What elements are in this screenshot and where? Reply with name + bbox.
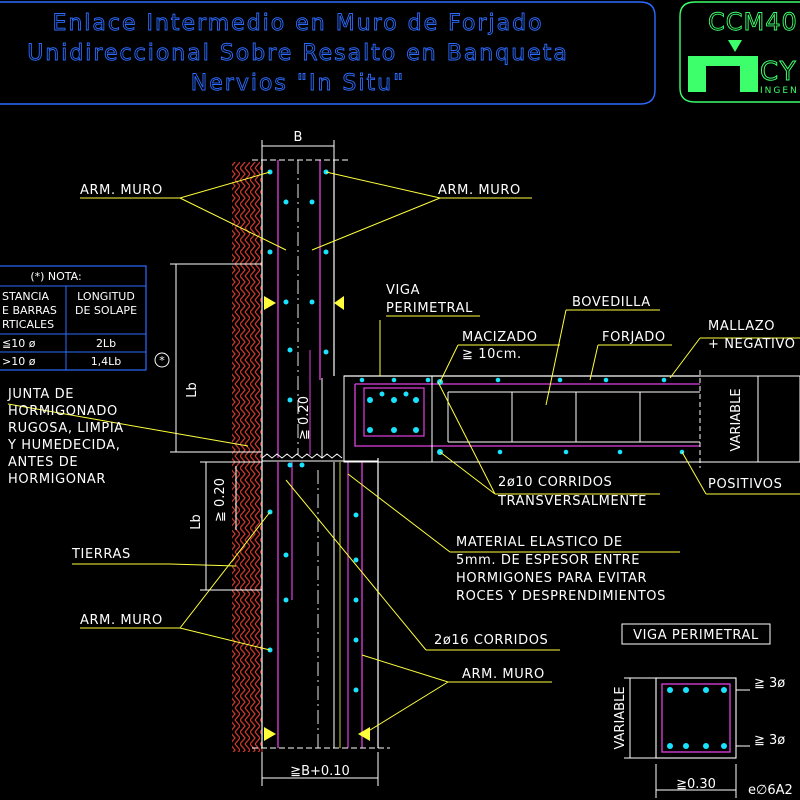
label-transversalmente: TRANSVERSALMENTE: [497, 494, 647, 509]
slab-section: [343, 370, 800, 468]
label-arm-muro-bl: ARM. MURO: [80, 613, 163, 628]
logo-brand: CY: [760, 57, 798, 87]
upper-wall: [252, 159, 350, 458]
lower-wall: [252, 458, 390, 749]
detail-cover-bottom: ≧ 3ø: [754, 733, 785, 748]
logo-frame: [679, 1, 800, 103]
dim-bottom-width: ≧B+0.10: [290, 764, 350, 779]
label-material-3: HORMIGONES PARA EVITAR: [456, 571, 647, 586]
label-junta-5: ANTES DE: [8, 455, 78, 470]
label-2-10-corridos: 2ø10 CORRIDOS: [498, 475, 612, 490]
perimeter-beam-stirrup: [363, 387, 425, 437]
label-viga: VIGA: [386, 283, 420, 298]
dim-min-020-upper: ≧ 0.20: [297, 396, 312, 440]
perimeter-beam-detail: VIGA PERIMETRAL ≧0.30 ≧ 3ø ≧ 3ø e∅6A2 VA…: [613, 623, 793, 798]
label-arm-muro-tr: ARM. MURO: [438, 183, 521, 198]
label-macizado-min: ≧ 10cm.: [462, 347, 522, 362]
leader-lines: [7, 171, 800, 736]
logo-sub: INGEN: [760, 86, 799, 96]
label-positivos: POSITIVOS: [708, 477, 782, 492]
title-line-2: Unidireccional Sobre Resalto en Banqueta: [27, 41, 569, 66]
label-arm-muro-tl: ARM. MURO: [80, 183, 163, 198]
nota-table: * (*) NOTA: STANCIA E BARRAS RTICALES LO…: [0, 265, 170, 371]
label-perimetral: PERIMETRAL: [386, 301, 473, 316]
construction-joint: [261, 453, 343, 459]
label-junta-4: Y HUMEDECIDA,: [7, 438, 121, 453]
dim-lb-lower: Lb: [189, 514, 204, 530]
label-arm-muro-br: ARM. MURO: [462, 667, 545, 682]
detail-cover-top: ≧ 3ø: [754, 676, 785, 691]
dimension-lines: [170, 140, 759, 786]
dim-min-020-lower: ≧ 0.20: [213, 478, 228, 522]
company-logo: CCM40 CY INGEN: [679, 1, 800, 103]
label-negativo: + NEGATIVO: [708, 337, 796, 352]
annotation-labels: ARM. MURO ARM. MURO ARM. MURO ARM. MURO …: [7, 130, 796, 779]
title-block: Enlace Intermedio en Muro de Forjado Uni…: [0, 1, 656, 105]
note-marker-icon: [154, 352, 170, 368]
nota-heading: (*) NOTA:: [30, 270, 81, 283]
label-tierras: TIERRAS: [71, 547, 131, 562]
label-variable: VARIABLE: [729, 388, 744, 451]
soil-hatch: [232, 162, 262, 752]
detail-height: VARIABLE: [613, 686, 628, 749]
nota-col1-line1: STANCIA: [2, 290, 50, 303]
nota-row1-a: ≦10 ø: [2, 337, 36, 350]
detail-width: ≧0.30: [676, 777, 716, 792]
label-mallazo: MALLAZO: [708, 319, 775, 334]
nota-col1-line3: RTICALES: [2, 318, 54, 331]
label-material-1: MATERIAL ELASTICO DE: [456, 535, 623, 550]
lap-markers: [264, 296, 370, 741]
note-marker-text: *: [159, 354, 165, 367]
rebar-dots: [267, 169, 685, 693]
label-junta-2: HORMIGONADO: [8, 404, 118, 419]
label-material-4: ROCES Y DESPRENDIMIENTOS: [456, 589, 666, 604]
label-forjado: FORJADO: [602, 330, 666, 345]
label-2-16-corridos: 2ø16 CORRIDOS: [434, 633, 548, 648]
nota-row2-b: 1,4Lb: [91, 355, 122, 368]
nota-row2-a: >10 ø: [2, 355, 36, 368]
detail-title: VIGA PERIMETRAL: [633, 628, 759, 643]
label-junta-3: RUGOSA, LIMPIA: [8, 421, 124, 436]
label-macizado: MACIZADO: [462, 330, 538, 345]
detail-stirrup: e∅6A2: [748, 783, 793, 798]
dim-lb-upper: Lb: [185, 382, 200, 398]
label-material-2: 5mm. DE ESPESOR ENTRE: [456, 553, 640, 568]
nota-row1-b: 2Lb: [96, 337, 116, 350]
label-bovedilla: BOVEDILLA: [572, 295, 651, 310]
nota-col2-line2: DE SOLAPE: [75, 304, 137, 317]
nota-col2-line1: LONGITUD: [77, 290, 135, 303]
nota-col1-line2: E BARRAS: [2, 304, 57, 317]
title-line-3: Nervios "In Situ": [191, 71, 405, 96]
title-line-1: Enlace Intermedio en Muro de Forjado: [52, 11, 543, 36]
label-junta-1: JUNTA DE: [7, 387, 74, 402]
dim-b: B: [294, 130, 303, 145]
logo-code: CCM40: [708, 8, 798, 36]
logo-mark-icon: [688, 40, 758, 92]
title-frame: [0, 1, 656, 105]
label-junta-6: HORMIGONAR: [8, 472, 106, 487]
